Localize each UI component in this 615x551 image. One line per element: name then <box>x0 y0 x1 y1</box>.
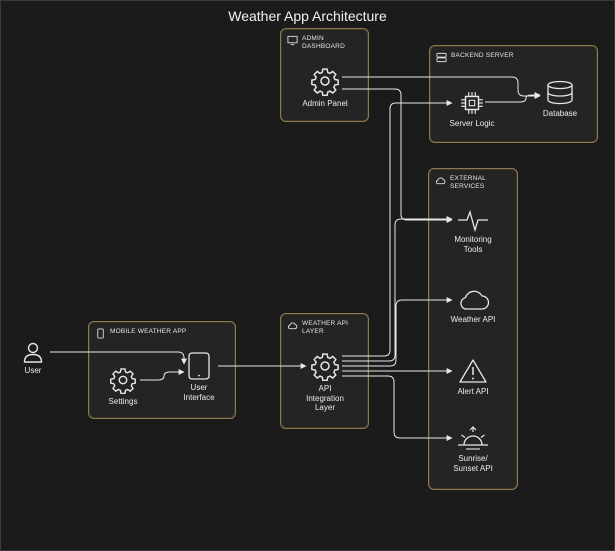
node-alert-api: Alert API <box>442 358 504 397</box>
node-database: Database <box>536 80 584 119</box>
node-label-line: Interface <box>183 392 215 402</box>
node-user: User <box>14 340 52 376</box>
sunrise-icon <box>456 425 490 451</box>
node-label-line: Server Logic <box>449 119 495 128</box>
gear-icon <box>310 351 340 381</box>
edge-admin-to-database <box>342 76 541 99</box>
cloud-icon <box>435 175 446 186</box>
node-label-line: User <box>24 366 42 375</box>
pulse-icon <box>457 208 489 232</box>
group-admin-dashboard: ADMIN DASHBOARD <box>280 28 369 122</box>
edge-admin-to-monitoring <box>342 88 453 223</box>
node-settings: Settings <box>100 366 146 407</box>
cloud-icon <box>287 320 298 331</box>
node-user-interface: User Interface <box>176 352 222 402</box>
edge-api-to-server <box>342 100 453 357</box>
node-label-line: Sunset API <box>453 463 493 473</box>
node-sunrise-sunset-api: Sunrise/ Sunset API <box>440 425 506 473</box>
group-mobile-weather-app: MOBILE WEATHER APP <box>88 321 236 419</box>
group-label-line: EXTERNAL <box>450 175 486 182</box>
database-icon <box>545 80 575 106</box>
node-label-line: Monitoring <box>454 235 492 244</box>
node-label-line: Weather API <box>450 315 496 324</box>
edge-api-to-sunrise <box>342 375 453 441</box>
edge-server-to-database <box>485 92 541 103</box>
node-label-line: User <box>190 383 208 392</box>
group-label-line: LAYER <box>302 327 324 335</box>
diagram-title: Weather App Architecture <box>228 8 387 24</box>
tablet-icon <box>187 352 211 380</box>
group-label-line: ADMIN <box>302 35 324 42</box>
node-label-line: Settings <box>108 397 138 406</box>
warning-triangle-icon <box>458 358 488 384</box>
node-label-line: Sunrise/ <box>458 454 488 463</box>
node-label-line: Admin Panel <box>302 99 348 108</box>
group-label-line: MOBILE WEATHER APP <box>110 328 187 335</box>
node-label-line: Layer <box>314 403 335 412</box>
edge-api-to-weather <box>342 297 453 367</box>
node-label-line: Integration <box>306 393 344 403</box>
group-label-line: SERVICES <box>450 182 485 190</box>
node-monitoring-tools: Monitoring Tools <box>442 208 504 254</box>
gear-icon <box>109 366 137 394</box>
group-label-line: DASHBOARD <box>302 42 345 50</box>
monitor-icon <box>287 35 298 46</box>
cpu-chip-icon <box>459 90 485 116</box>
gear-icon <box>310 66 340 96</box>
node-label-line: Alert API <box>457 387 489 396</box>
node-weather-api: Weather API <box>442 288 504 325</box>
edge-api-to-monitoring <box>342 216 453 362</box>
node-server-logic: Server Logic <box>440 90 504 129</box>
cloud-icon <box>456 288 490 312</box>
server-rack-icon <box>436 52 447 63</box>
node-label-line: Tools <box>463 244 483 254</box>
user-icon <box>21 340 45 364</box>
node-label-line: API <box>318 384 332 393</box>
edge-user-to-ui <box>50 351 187 365</box>
phone-icon <box>95 328 106 339</box>
node-label-line: Database <box>542 109 578 118</box>
edge-settings-to-ui <box>140 369 185 381</box>
node-api-integration-layer: API Integration Layer <box>296 351 354 413</box>
group-label-line: BACKEND SERVER <box>451 52 514 59</box>
node-admin-panel: Admin Panel <box>290 66 360 109</box>
group-label-line: WEATHER API <box>302 320 349 327</box>
